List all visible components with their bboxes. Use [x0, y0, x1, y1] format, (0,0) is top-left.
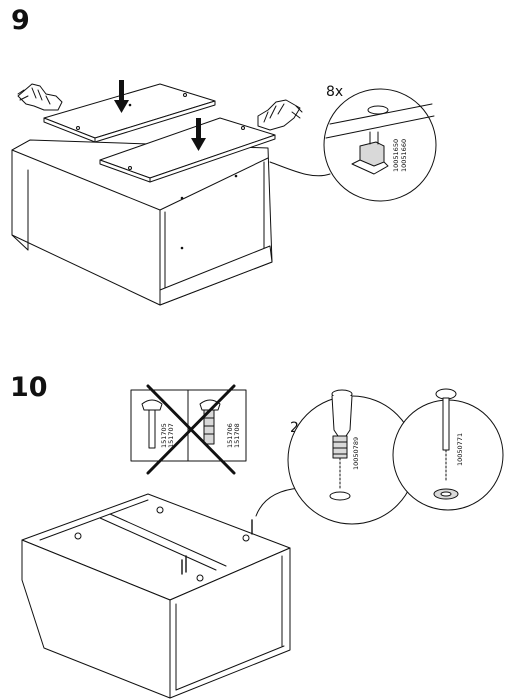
step-9-detail-circle — [324, 89, 436, 201]
step-9-panel-right — [100, 118, 275, 182]
step-10-cabinet — [22, 494, 290, 698]
step-10-detail-leader — [256, 488, 300, 516]
step-10-detail-bushing — [288, 390, 416, 524]
step-9-cabinet — [12, 140, 272, 305]
step-10-number: 10 — [10, 372, 48, 403]
step-9-panel-left — [44, 84, 215, 142]
step-9-part-code-2: 10051660 — [400, 138, 408, 172]
step-9-number: 9 — [11, 5, 30, 36]
step-10-part-code-bushing: 10050789 — [352, 436, 360, 470]
step-10-wrong-code-4: 151708 — [233, 423, 241, 448]
step-9-detail-leader — [270, 162, 330, 176]
step-9-quantity: 8x — [326, 84, 344, 100]
step-9-hand-left — [18, 84, 62, 110]
step-9-arrow-down-left — [114, 80, 129, 113]
step-10-wrong-code-2: 151707 — [167, 423, 175, 448]
step-10-wrong-part-box — [131, 386, 246, 473]
step-9-drawing — [12, 80, 436, 305]
step-10-drawing — [22, 386, 503, 698]
step-10-detail-pin — [393, 389, 503, 510]
step-10-part-code-pin: 10050771 — [456, 432, 464, 466]
step-9-arrow-down-right — [191, 118, 206, 151]
step-9-part-code-1: 10051650 — [392, 138, 400, 172]
step-9-hand-right — [258, 100, 302, 130]
